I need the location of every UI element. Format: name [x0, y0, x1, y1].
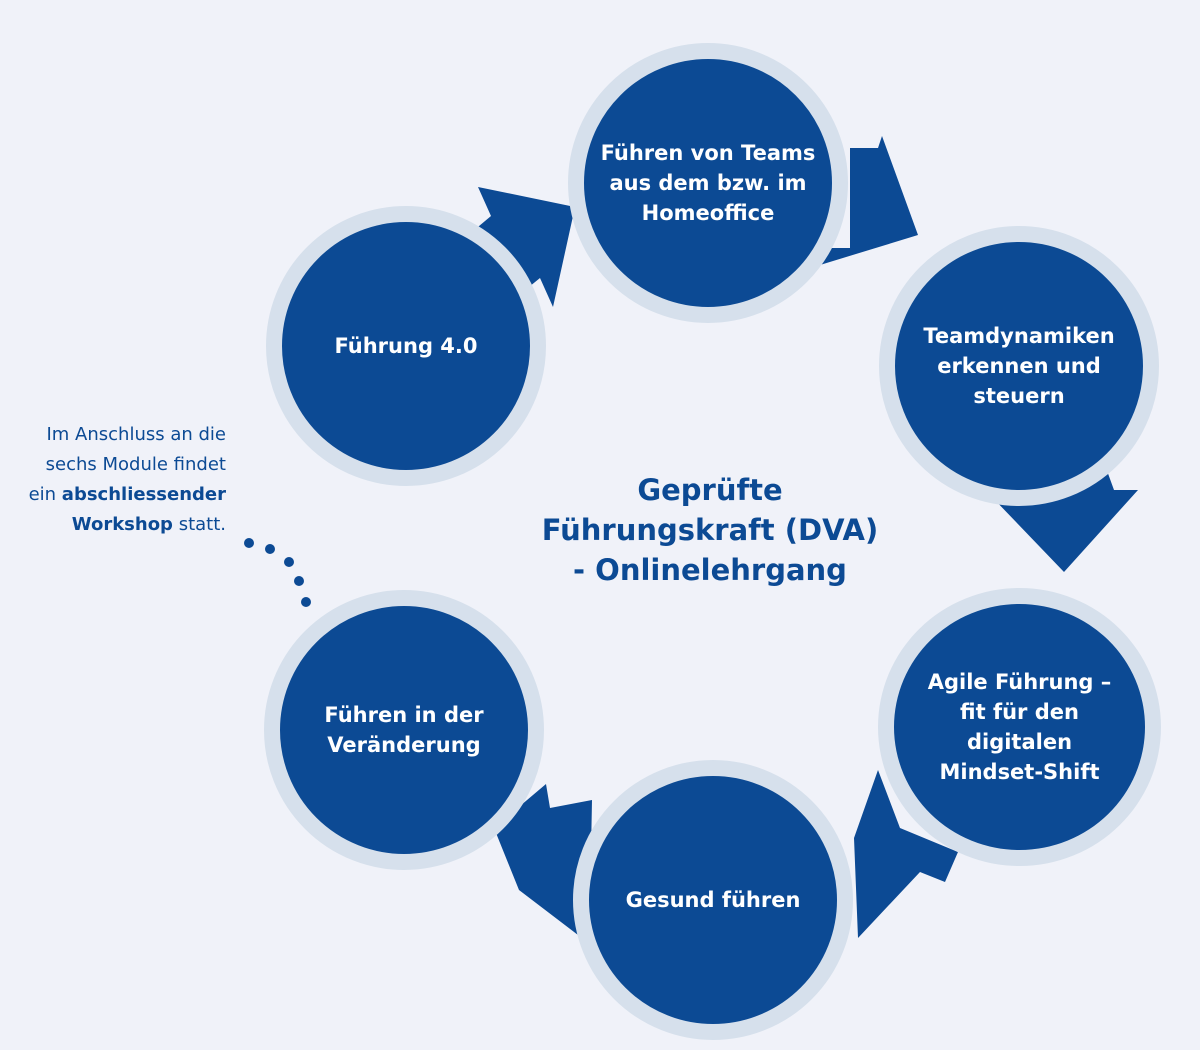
title-line-2: Führungskraft (DVA) [541, 513, 879, 547]
title-line-3: - Onlinelehrgang [573, 553, 847, 587]
note-text: statt. [178, 514, 226, 535]
module-label: Führung 4.0 [334, 334, 478, 358]
note-line-1: Im Anschluss an die [46, 424, 226, 445]
note-emphasis: Workshop [71, 514, 173, 535]
arrow-gesund-to-veraenderung [494, 784, 592, 935]
module-agile-fuehrung: Agile Führung – fit für den digitalen Mi… [878, 588, 1161, 866]
module-fuehrung-40: Führung 4.0 [266, 206, 546, 486]
title-line-1: Geprüfte [637, 473, 783, 507]
connector-dot [244, 538, 254, 548]
module-homeoffice: Führen von Teams aus dem bzw. im Homeoff… [568, 43, 848, 323]
module-gesund-fuehren: Gesund führen [573, 760, 853, 1040]
connector-dot [284, 557, 294, 567]
arrow-agile-to-gesund [854, 770, 958, 938]
note-text: ein [28, 484, 57, 505]
connector-dot [301, 597, 311, 607]
module-label: Führen in der Veränderung [324, 703, 484, 757]
module-label: Gesund führen [625, 888, 801, 912]
module-label: Agile Führung – fit für den digitalen Mi… [927, 670, 1112, 784]
module-veraenderung: Führen in der Veränderung [264, 590, 544, 870]
connector-dot [294, 576, 304, 586]
module-label: Führen von Teams aus dem bzw. im Homeoff… [600, 141, 816, 225]
module-teamdynamiken: Teamdynamiken erkennen und steuern [879, 226, 1159, 506]
connector-dot [265, 544, 275, 554]
module-label: Teamdynamiken erkennen und steuern [923, 324, 1115, 408]
workshop-note: Im Anschluss an die sechs Module findet … [0, 420, 226, 540]
arrow-homeoffice-to-teamdynamiken [820, 136, 918, 265]
diagram-title: Geprüfte Führungskraft (DVA) - Onlineleh… [490, 470, 930, 590]
note-line-4: Workshop statt. [0, 510, 226, 540]
note-line-3: ein abschliessender [0, 480, 226, 510]
note-line-2: sechs Module findet [45, 454, 226, 475]
note-emphasis: abschliessender [61, 484, 226, 505]
